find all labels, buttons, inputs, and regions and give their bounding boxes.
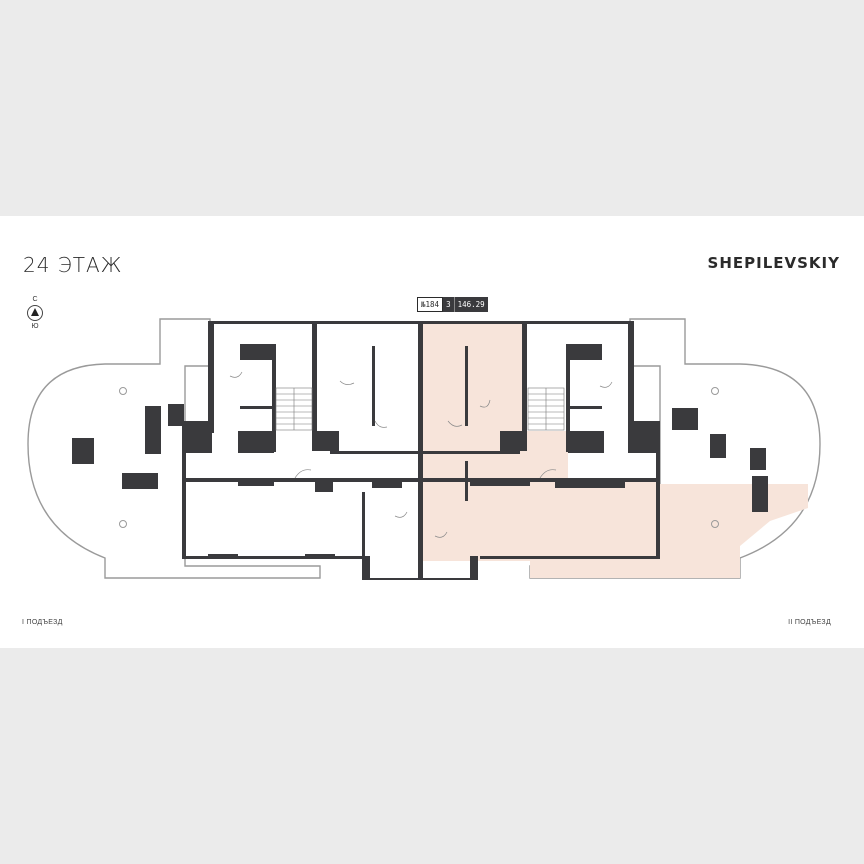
floor-title: 24 ЭТАЖ: [23, 253, 123, 277]
unit-area: 146.29: [453, 297, 488, 312]
entrance-label-right: II ПОДЪЕЗД: [788, 619, 831, 626]
unit-number: №184: [417, 297, 444, 312]
selected-apartment[interactable]: [420, 323, 808, 578]
door-swings: [229, 371, 613, 538]
north-arrow-icon: [27, 305, 43, 321]
stairwell-left: [275, 387, 313, 431]
unit-rooms: 3: [443, 297, 454, 312]
stairwell-right: [527, 387, 565, 431]
left-terrace-outline: [27, 318, 321, 579]
entrance-label-left: I ПОДЪЕЗД: [22, 619, 63, 626]
terrace-structures: [72, 404, 768, 512]
compass: С Ю: [23, 296, 47, 330]
floor-plan-sheet: 24 ЭТАЖ SHEPILEVSKIY С Ю: [0, 216, 864, 648]
brand-logo: SHEPILEVSKIY: [707, 254, 840, 272]
compass-south-label: Ю: [31, 323, 39, 330]
floor-plan: [27, 318, 821, 580]
compass-north-label: С: [32, 296, 38, 303]
vent-markers: [119, 387, 719, 528]
walls: [182, 321, 660, 580]
unit-label[interactable]: №184 3 146.29: [417, 297, 488, 312]
